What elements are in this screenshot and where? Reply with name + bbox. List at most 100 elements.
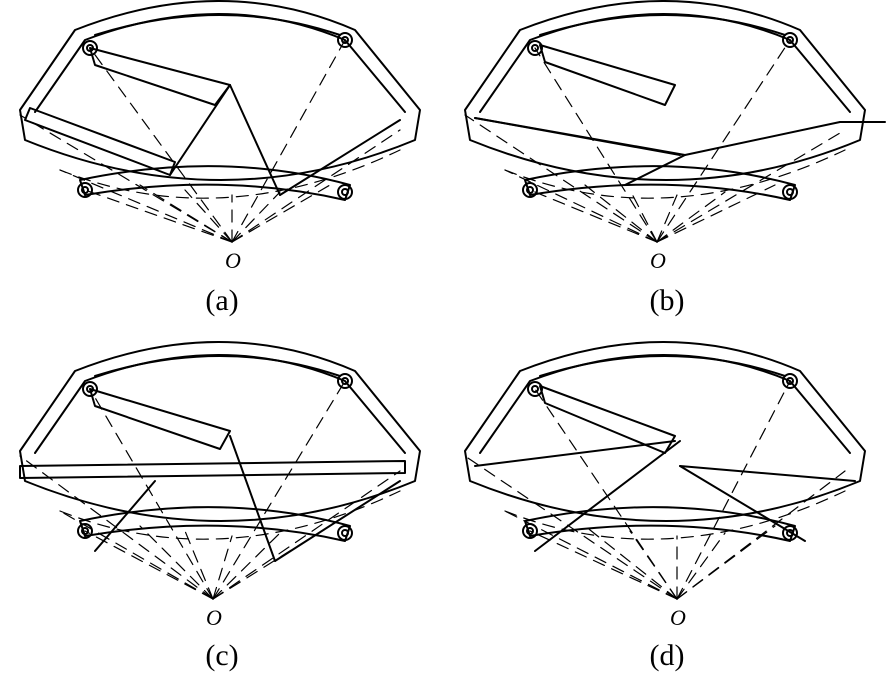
radial-dashed-line: [656, 191, 726, 243]
outer-frame: [464, 0, 866, 181]
radial-dashed-line: [534, 47, 658, 243]
pivot-joint: [337, 32, 353, 48]
pivot-pin: [786, 377, 794, 385]
outer-frame: [464, 341, 866, 522]
radial-dashed-line: [19, 114, 233, 243]
link-bar: [474, 117, 841, 156]
dashed-arc: [59, 149, 401, 199]
pivot-joint: [782, 184, 798, 200]
radial-dashed-line: [656, 39, 791, 243]
radial-dashed-line: [676, 532, 726, 600]
radial-dashed-line: [584, 525, 678, 600]
radial-dashed-line: [59, 169, 233, 243]
radial-dashed-line: [212, 525, 331, 600]
link-bar: [89, 388, 231, 450]
outer-frame: [19, 341, 421, 522]
link-bar: [624, 154, 686, 186]
link-bar: [274, 480, 401, 562]
panel-b: O (b): [445, 0, 890, 341]
mechanism-drawing-b: [464, 0, 886, 243]
pivot-joint: [337, 184, 353, 200]
radial-dashed-line: [676, 380, 791, 600]
pivot-joint: [782, 373, 798, 389]
origin-label: O: [670, 605, 686, 630]
pivot-pin: [531, 385, 539, 393]
pivot-pin: [526, 527, 534, 535]
link-bar: [24, 107, 176, 176]
radial-dashed-line: [504, 169, 658, 243]
radial-dashed-line: [212, 470, 401, 600]
panel-svg-a: O(a): [19, 0, 421, 317]
pivot-joint: [337, 525, 353, 541]
dashed-arc: [504, 490, 846, 540]
radial-dashed-line: [89, 47, 233, 243]
pivot-pin: [341, 36, 349, 44]
radial-dashed-line: [464, 114, 658, 243]
pivot-pin: [786, 36, 794, 44]
pivot-joint: [527, 40, 543, 56]
link-bar: [89, 47, 231, 106]
panel-caption: (b): [650, 284, 685, 317]
mechanism-drawing-a: [19, 0, 421, 243]
panel-svg-c: O (c): [19, 341, 421, 672]
pivot-pin: [81, 527, 89, 535]
dashed-arc: [59, 490, 401, 540]
radial-dashed-line: [231, 191, 281, 243]
pivot-joint: [337, 373, 353, 389]
pivot-joint: [77, 182, 93, 198]
radial-dashed-line: [529, 530, 678, 600]
link-bar: [539, 44, 676, 106]
radial-dashed-line: [656, 184, 776, 243]
radial-dashed-line: [212, 380, 346, 600]
panel-c: O (c): [0, 341, 445, 682]
origin-label: O: [650, 248, 666, 273]
radial-dashed-line: [584, 184, 658, 243]
radial-dashed-line: [139, 525, 214, 600]
pivot-pin: [786, 188, 794, 196]
link-bar: [229, 84, 281, 196]
outer-frame: [19, 0, 421, 181]
link-bar: [19, 460, 406, 479]
panel-caption: (c): [205, 639, 238, 672]
radial-dashed-line: [59, 510, 214, 600]
radial-dashed-line: [84, 530, 214, 600]
top-arc-inner: [94, 14, 341, 36]
pivot-joint: [77, 523, 93, 539]
radial-dashed-line: [212, 532, 281, 600]
panel-caption: (a): [205, 284, 238, 317]
link-bar: [474, 440, 676, 467]
radial-dashed-line: [184, 530, 214, 600]
pivot-joint: [782, 525, 798, 541]
radial-dashed-line: [89, 388, 214, 600]
dashed-arc: [504, 149, 846, 199]
top-arc-inner: [539, 14, 786, 36]
mechanism-drawing-c: [19, 341, 421, 600]
radial-dashed-line: [84, 189, 233, 243]
pivot-pin: [81, 186, 89, 194]
panel-d: O (d): [445, 341, 890, 682]
link-bar: [229, 435, 276, 562]
link-bar: [279, 119, 401, 196]
panel-a: O(a): [0, 0, 445, 341]
radial-dashed-line: [139, 184, 233, 243]
panel-caption: (d): [650, 639, 685, 672]
radial-dashed-line: [529, 189, 658, 243]
pivot-joint: [82, 40, 98, 56]
radial-dashed-line: [212, 535, 233, 600]
radial-dashed-line: [231, 129, 401, 243]
panel-svg-d: O (d): [464, 341, 866, 672]
link-bar: [169, 84, 231, 176]
radial-dashed-line: [629, 530, 678, 600]
top-arc-inner: [94, 355, 341, 377]
radial-dashed-line: [464, 455, 678, 600]
pivot-pin: [531, 44, 539, 52]
panel-svg-b: O (b): [464, 0, 886, 317]
mechanism-drawing-d: [464, 341, 866, 600]
radial-dashed-line: [676, 470, 846, 600]
radial-dashed-line: [656, 129, 846, 243]
link-bar: [94, 480, 156, 552]
radial-dashed-line: [19, 455, 214, 600]
pivot-joint: [82, 381, 98, 397]
origin-label: O: [206, 605, 222, 630]
top-arc-inner: [539, 355, 786, 377]
